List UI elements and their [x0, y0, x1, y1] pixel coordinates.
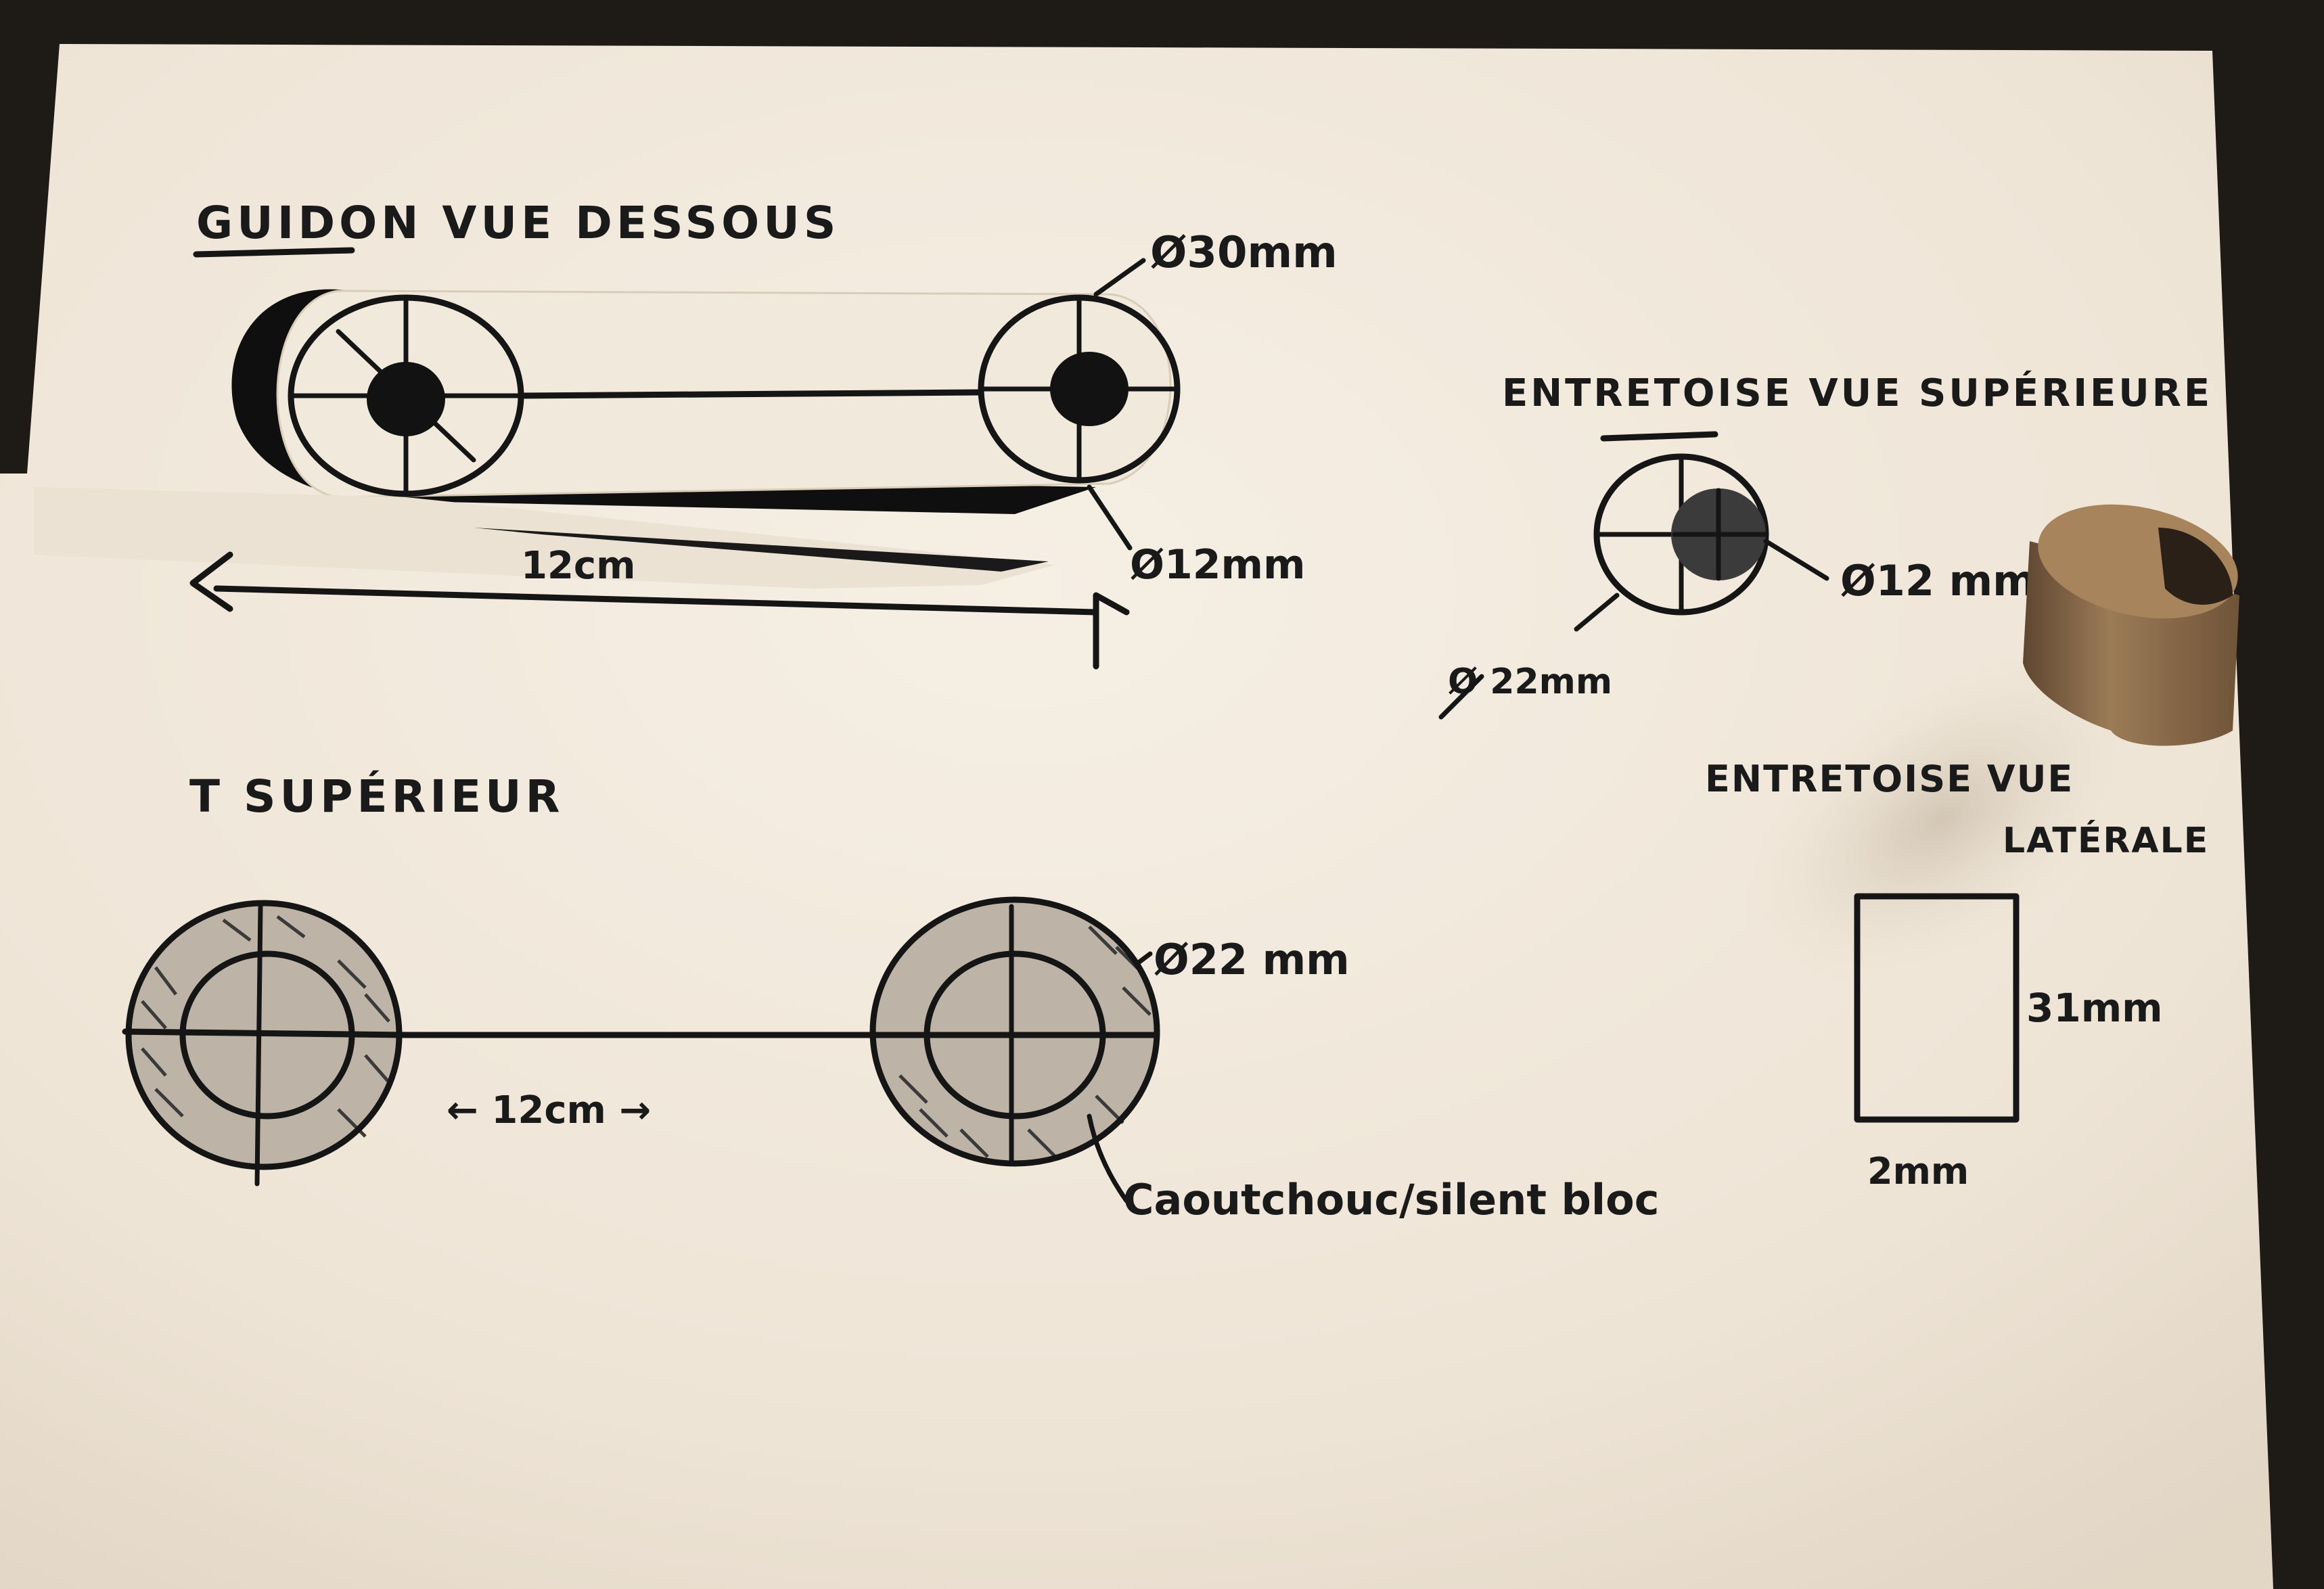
spacer-top-diameter-outer: Ø 22mm — [1448, 662, 1612, 702]
handlebar-right-hole — [1050, 352, 1129, 426]
spacer-top-title: ENTRETOISE VUE SUPÉRIEURE — [1502, 371, 2212, 415]
t-upper-left-ring — [122, 900, 409, 1187]
spacer-side-width: 2mm — [1867, 1150, 1969, 1193]
spacer-side-section: ENTRETOISE VUE LATÉRALE 31mm 2mm — [1705, 758, 2209, 1193]
wooden-spacer-photo — [1744, 504, 2239, 985]
handlebar-diameter-outer: Ø30mm — [1150, 228, 1338, 278]
handlebar-diameter-inner: Ø12mm — [1130, 541, 1306, 589]
spacer-side-title-line1: ENTRETOISE VUE — [1705, 758, 2074, 800]
handlebar-length: 12cm — [521, 544, 635, 588]
spacer-top-diameter-inner: Ø12 mm — [1840, 556, 2036, 605]
handlebar-flap-slit — [474, 528, 1049, 572]
spacer-top-section: ENTRETOISE VUE SUPÉRIEURE Ø12 mm Ø 22mm — [1438, 371, 2212, 720]
handlebar-title-underline — [193, 247, 355, 258]
spacer-side-rectangle — [1854, 893, 2020, 1123]
spacer-side-title-line2: LATÉRALE — [2003, 820, 2209, 861]
handlebar-section: GUIDON VUE DESSOUS Ø30mm Ø12mm 12cm — [34, 197, 1338, 670]
t-upper-diameter: Ø22 mm — [1154, 935, 1350, 984]
handlebar-title: GUIDON VUE DESSOUS — [196, 197, 840, 249]
handlebar-left-hole — [367, 362, 445, 436]
wood-shadow — [1744, 652, 2139, 985]
spacer-side-height: 31mm — [2026, 985, 2163, 1031]
spacer-top-underline — [1600, 431, 1718, 442]
t-upper-section: T SUPÉRIEUR — [122, 770, 1660, 1224]
wood-notch — [2158, 528, 2233, 605]
t-upper-material-note: Caoutchouc/silent bloc — [1123, 1175, 1660, 1224]
handlebar-flap — [34, 487, 1055, 589]
t-upper-right-ring — [869, 896, 1160, 1167]
t-upper-spacing: ← 12cm → — [447, 1088, 651, 1132]
t-upper-title: T SUPÉRIEUR — [189, 770, 564, 823]
